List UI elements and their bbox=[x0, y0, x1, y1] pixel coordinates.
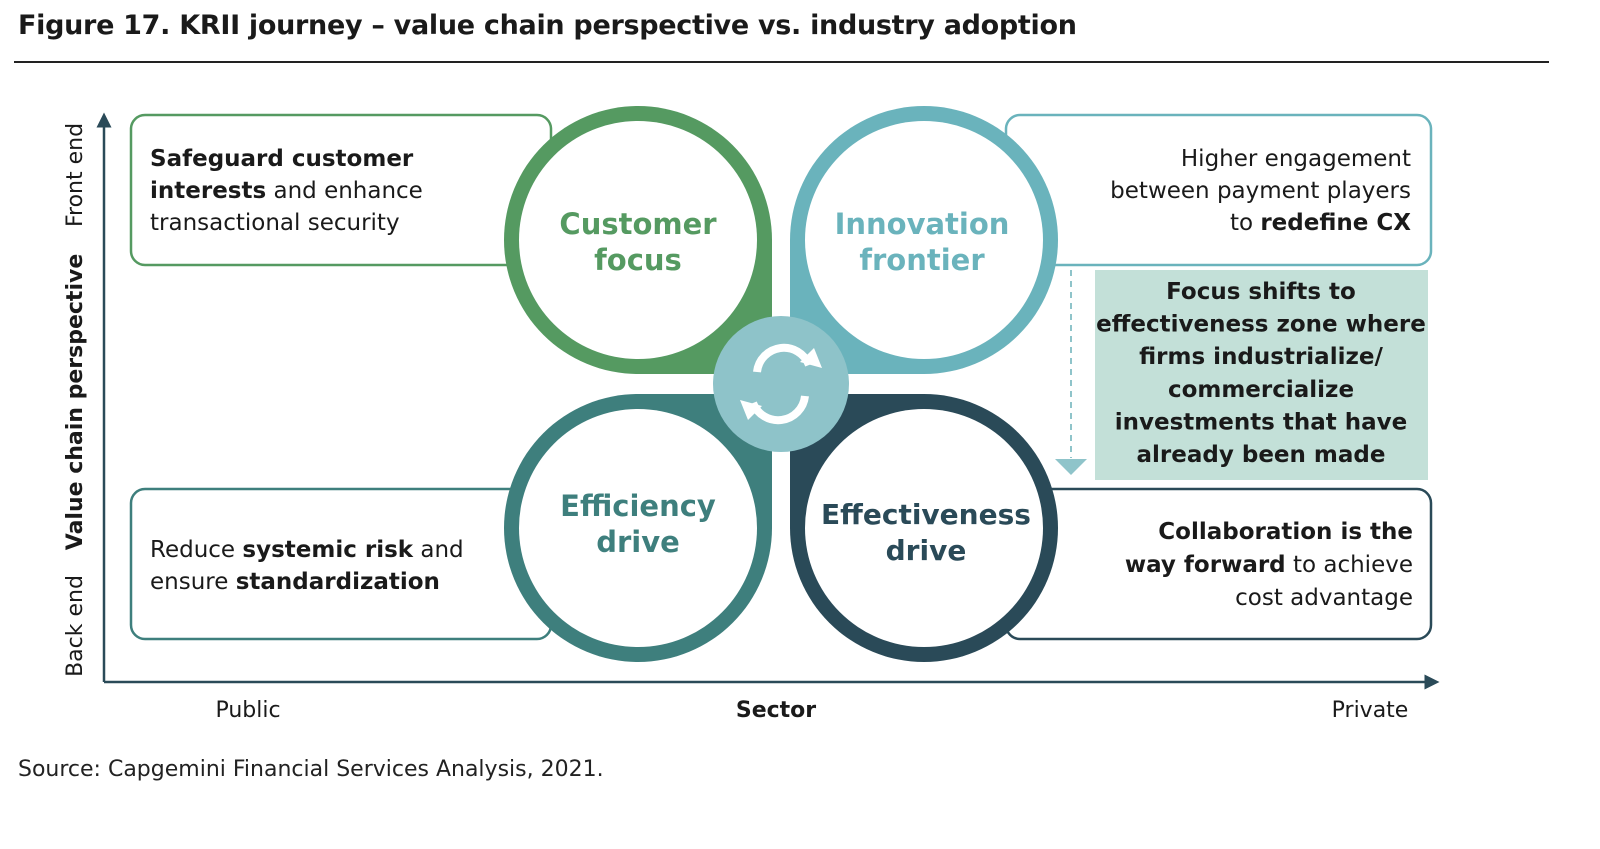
callout-box bbox=[1095, 270, 1428, 480]
box-bottom-right-line-0-run-0: Collaboration is the bbox=[1158, 519, 1413, 545]
callout-line-4: investments that have bbox=[1115, 409, 1408, 435]
quadrant-title-effectiveness-drive: Effectiveness bbox=[821, 498, 1031, 531]
box-bottom-left-line-0-run-1: systemic risk bbox=[242, 537, 413, 563]
box-top-left-line-2-run-0: transactional security bbox=[150, 210, 400, 236]
figure-title: Figure 17. KRII journey – value chain pe… bbox=[18, 10, 1077, 41]
callout-line-0: Focus shifts to bbox=[1166, 279, 1356, 305]
box-bottom-right-line-2-run-0: cost advantage bbox=[1235, 585, 1413, 611]
box-top-right-line-1-run-0: between payment players bbox=[1110, 178, 1411, 204]
box-top-right-line-2-run-1: redefine CX bbox=[1260, 210, 1411, 236]
callout-line-1: effectiveness zone where bbox=[1096, 312, 1426, 338]
box-bottom-left-line-0-run-2: and bbox=[413, 537, 464, 563]
quadrant-title-customer-focus: Customer bbox=[559, 207, 717, 241]
y-axis-bottom-label: Back end bbox=[63, 575, 88, 677]
box-top-left-line-0-run-0: Safeguard customer bbox=[150, 146, 414, 172]
box-bottom-left bbox=[129, 487, 553, 641]
x-axis-left-label: Public bbox=[215, 698, 280, 723]
quadrant-title-effectiveness-drive-2: drive bbox=[886, 534, 967, 567]
box-text-top-right: Higher engagement between payment players… bbox=[1110, 146, 1411, 236]
circle-innovation-frontier bbox=[805, 121, 1043, 359]
box-top-right-line-0-run-0: Higher engagement bbox=[1181, 146, 1411, 172]
quadrant-title-innovation-frontier: Innovation bbox=[835, 207, 1010, 241]
box-text-bottom-left: Reduce systemic risk and ensure standardi… bbox=[150, 537, 464, 595]
x-axis-right-label: Private bbox=[1332, 698, 1409, 723]
y-axis-title: Value chain perspective bbox=[63, 254, 88, 551]
callout-line-2: firms industrialize/ bbox=[1139, 344, 1383, 370]
box-text-bottom-right: Collaboration is the way forward to achie… bbox=[1125, 519, 1413, 611]
circle-effectiveness-drive bbox=[805, 409, 1043, 647]
box-top-right-line-2-run-0: to bbox=[1230, 210, 1260, 236]
source-note: Source: Capgemini Financial Services Ana… bbox=[18, 757, 604, 782]
quadrant-title-innovation-frontier-2: frontier bbox=[859, 243, 985, 277]
quadrant-title-customer-focus-2: focus bbox=[594, 243, 682, 277]
quadrant-title-efficiency-drive: Efficiency bbox=[560, 489, 716, 523]
x-axis-title: Sector bbox=[736, 698, 816, 723]
box-bottom-right-line-1-run-0: way forward bbox=[1125, 552, 1286, 578]
circle-efficiency-drive bbox=[519, 409, 757, 647]
callout-text: Focus shifts to effectiveness zone where f… bbox=[1096, 279, 1426, 468]
circle-customer-focus bbox=[519, 121, 757, 359]
box-top-left-line-1-run-0: interests bbox=[150, 178, 266, 204]
callout-line-3: commercialize bbox=[1168, 377, 1354, 403]
shift-arrow bbox=[1055, 270, 1087, 475]
box-top-left-line-1-run-1: and enhance bbox=[266, 178, 423, 204]
cycle-icon bbox=[713, 316, 849, 452]
box-bottom-left-line-0-run-0: Reduce bbox=[150, 537, 242, 563]
quadrant-title-efficiency-drive-2: drive bbox=[596, 525, 680, 559]
box-bottom-left-line-1-run-1: standardization bbox=[236, 569, 440, 595]
box-bottom-left-line-1-run-0: ensure bbox=[150, 569, 236, 595]
title-rule bbox=[14, 61, 1549, 63]
callout-line-5: already been made bbox=[1137, 442, 1386, 468]
box-text-top-left: Safeguard customer interests and enhance t… bbox=[150, 146, 423, 236]
box-bottom-right-line-1-run-1: to achieve bbox=[1286, 552, 1413, 578]
y-axis-top-label: Front end bbox=[63, 123, 88, 227]
